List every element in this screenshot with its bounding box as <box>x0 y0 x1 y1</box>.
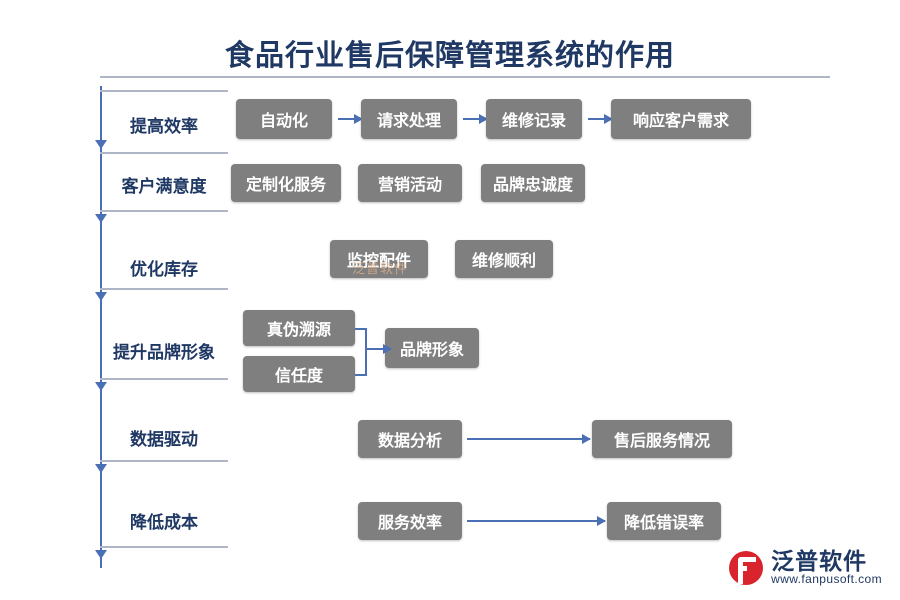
arrow-6-1 <box>467 516 606 526</box>
logo-url: www.fanpusoft.com <box>771 572 882 587</box>
row-label-2: 客户满意度 <box>121 177 207 196</box>
row-divider-1b <box>100 152 228 154</box>
spine-arrow-3 <box>95 292 107 304</box>
arrow-1-2 <box>463 114 488 124</box>
brand-logo: 泛普软件 www.fanpusoft.com <box>729 549 882 586</box>
merge-connector-4 <box>355 310 395 400</box>
spine-arrow-5 <box>95 464 107 476</box>
row-divider-1 <box>100 90 228 92</box>
row-label-6: 降低成本 <box>130 513 198 532</box>
spine-line <box>100 86 102 568</box>
node-2-3[interactable]: 品牌忠诚度 <box>481 164 585 202</box>
node-5-1[interactable]: 数据分析 <box>358 420 462 458</box>
spine-arrow-4 <box>95 382 107 394</box>
fanpu-logo-icon <box>729 550 764 585</box>
row-divider-6 <box>100 546 228 548</box>
arrow-1-3 <box>588 114 613 124</box>
node-1-4[interactable]: 响应客户需求 <box>611 99 751 139</box>
arrow-5-1 <box>467 434 591 444</box>
row-divider-4 <box>100 378 228 380</box>
row-divider-5 <box>100 460 228 462</box>
node-3-2[interactable]: 维修顺利 <box>455 240 553 278</box>
row-divider-3 <box>100 288 228 290</box>
node-1-1[interactable]: 自动化 <box>236 99 332 139</box>
node-2-2[interactable]: 营销活动 <box>358 164 462 202</box>
page-title: 食品行业售后保障管理系统的作用 <box>224 40 675 72</box>
node-5-2[interactable]: 售后服务情况 <box>592 420 732 458</box>
node-1-3[interactable]: 维修记录 <box>486 99 582 139</box>
node-1-2[interactable]: 请求处理 <box>361 99 457 139</box>
logo-text: 泛普软件 www.fanpusoft.com <box>771 549 882 586</box>
row-label-1: 提高效率 <box>130 117 198 136</box>
row-label-4: 提升品牌形象 <box>113 343 215 362</box>
node-4-3[interactable]: 品牌形象 <box>385 328 479 368</box>
row-divider-2 <box>100 210 228 212</box>
node-4-2[interactable]: 信任度 <box>243 356 355 392</box>
row-label-5: 数据驱动 <box>130 430 198 449</box>
logo-name: 泛普软件 <box>771 548 868 575</box>
title-divider <box>100 76 830 78</box>
spine-arrow-1 <box>95 140 107 152</box>
spine-arrow-6 <box>95 550 107 562</box>
row-label-3: 优化库存 <box>130 260 198 279</box>
spine-arrow-2 <box>95 214 107 226</box>
node-6-1[interactable]: 服务效率 <box>358 502 462 540</box>
node-6-2[interactable]: 降低错误率 <box>607 502 721 540</box>
node-2-1[interactable]: 定制化服务 <box>231 164 341 202</box>
node-4-1[interactable]: 真伪溯源 <box>243 310 355 346</box>
node-3-1[interactable]: 监控配件 <box>330 240 428 278</box>
arrow-1-1 <box>338 114 363 124</box>
